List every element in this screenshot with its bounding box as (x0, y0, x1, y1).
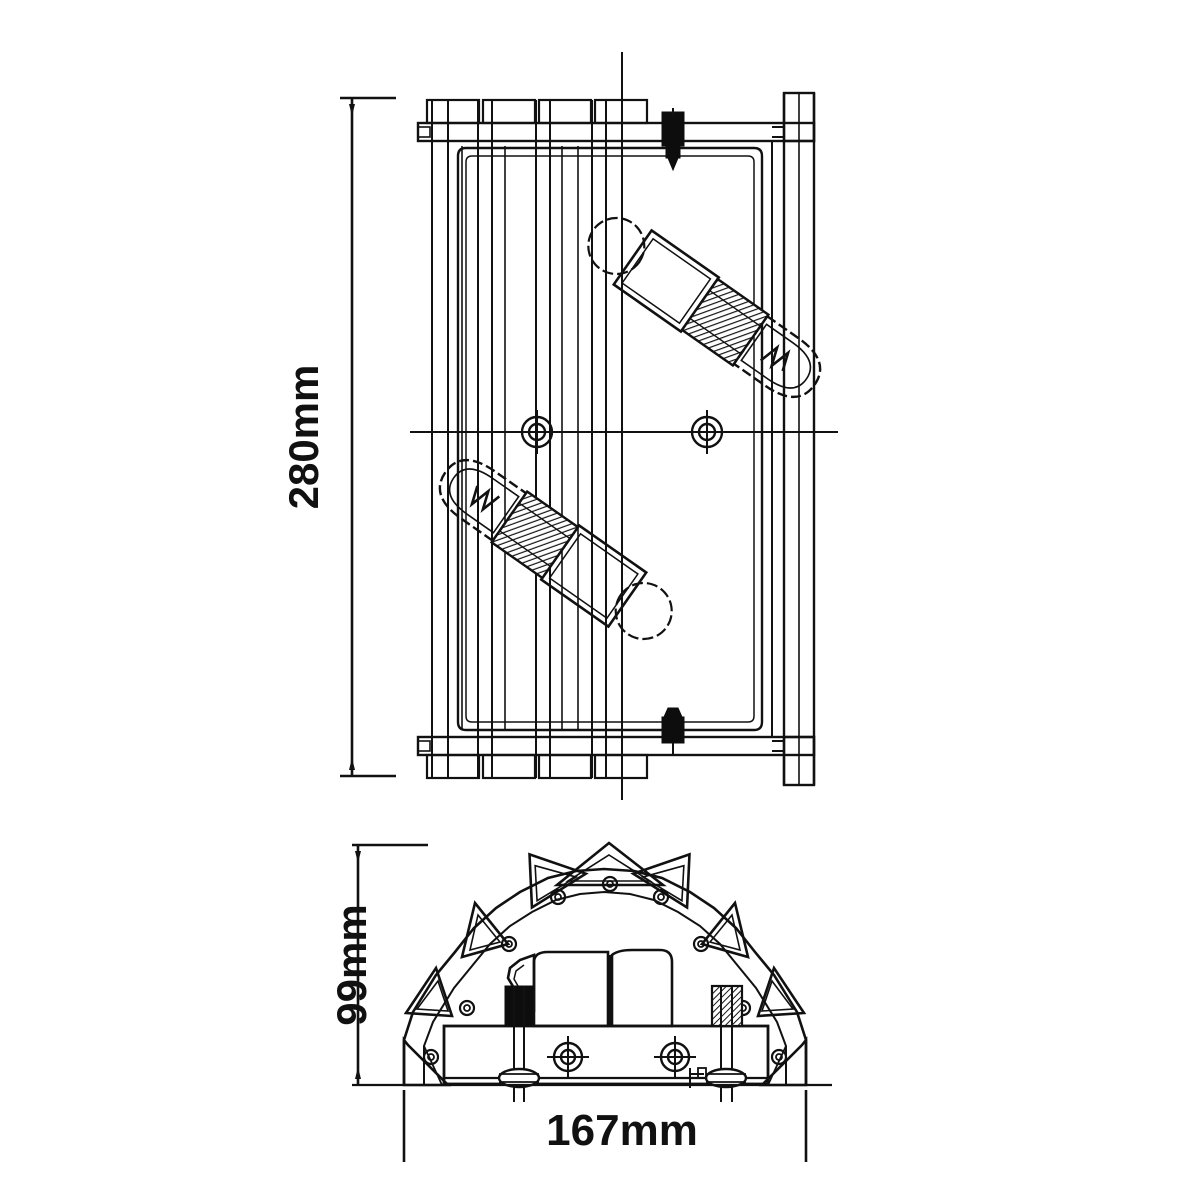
right-base-hole (654, 1036, 696, 1078)
lamp-socket-cap-lower (614, 581, 673, 641)
lamp-filament-upper (759, 344, 791, 372)
lamp-rear-housing (610, 948, 674, 1028)
left-mounting-hole (515, 410, 559, 454)
guard-fin-upper-left (528, 852, 589, 910)
top-view (410, 52, 838, 800)
bottom-bolt-fixture (661, 707, 685, 756)
lamp-bulb-envelope-lower (438, 458, 528, 543)
top-bolt-fixture (661, 108, 685, 172)
lamp-socket-cap-upper (587, 216, 646, 276)
guard-fin-apex (553, 841, 667, 893)
right-bolt (704, 984, 748, 1102)
lamp-bulb-envelope-upper (732, 314, 822, 399)
lamp-assembly-upper (587, 216, 822, 399)
lamp-body-front (506, 948, 674, 1028)
front-view (352, 841, 832, 1102)
dimension-99mm (352, 843, 428, 1085)
right-mounting-post (771, 93, 816, 785)
guard-arch-outer (402, 867, 808, 1085)
guard-fin-lower-left (403, 965, 476, 1018)
dimension-label-167mm: 167mm (546, 1106, 698, 1155)
lamp-assembly-lower (438, 458, 673, 641)
lamp-body-cylinder (532, 950, 610, 1028)
inner-rounded-frame (456, 146, 764, 732)
guard-dome-fins (402, 841, 808, 1087)
guard-fin-upper-right (630, 852, 691, 910)
dimension-167mm (402, 1090, 808, 1162)
guard-fin-mid-left (460, 900, 518, 959)
center-mounting-hole (685, 410, 729, 454)
dimension-label-99mm: 99mm (328, 904, 375, 1025)
lamp-filament-lower (469, 485, 501, 513)
dimension-280mm (340, 96, 396, 778)
guard-fin-mid-right (692, 900, 750, 959)
guard-arch-inner (423, 890, 787, 1085)
left-base-hole (547, 1036, 589, 1078)
left-bolt (497, 985, 541, 1102)
dimension-label-280mm: 280mm (280, 365, 327, 510)
